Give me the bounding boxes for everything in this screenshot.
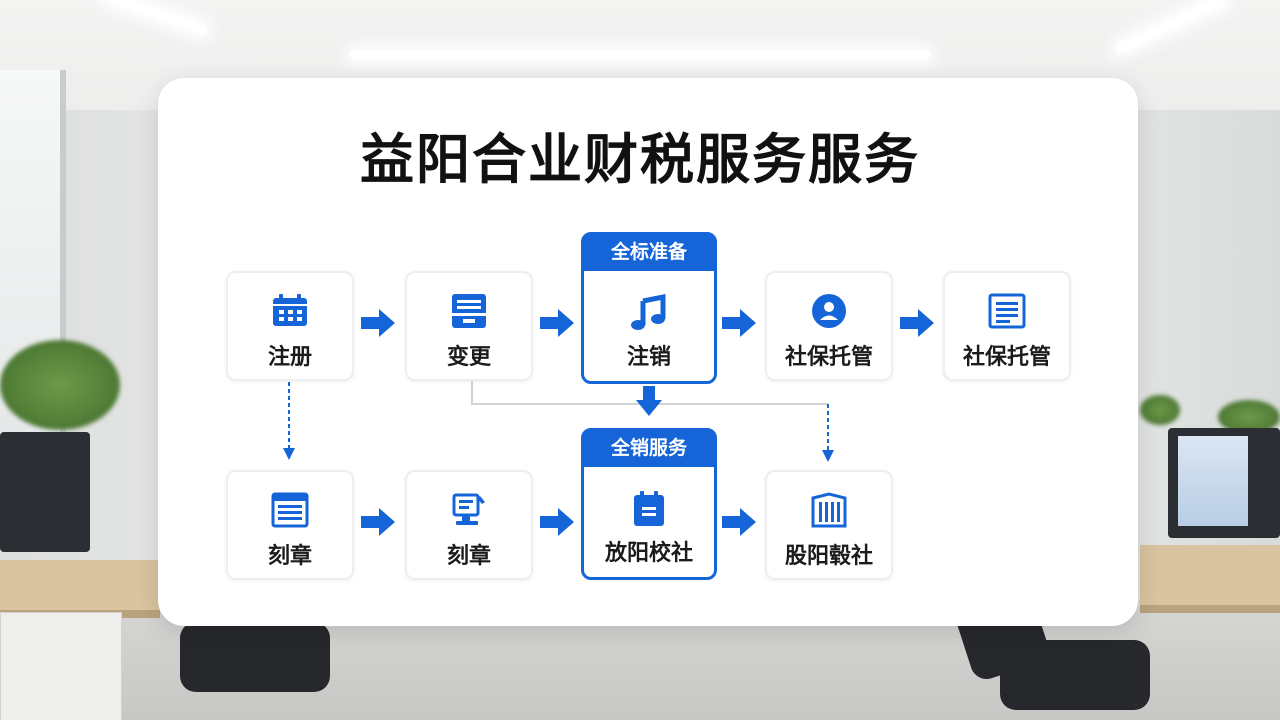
table-list-icon <box>271 492 309 528</box>
step-label: 刻章 <box>446 544 491 569</box>
stamp-printer-icon <box>452 493 485 525</box>
step-seal-2[interactable]: 刻章 <box>405 470 533 580</box>
desk <box>1140 545 1280 613</box>
file-drawer-icon <box>452 294 486 328</box>
step-label: 放阳校社 <box>604 541 693 566</box>
plant <box>1140 395 1180 425</box>
step-label: 注册 <box>267 345 312 370</box>
office-chair <box>1000 640 1150 710</box>
document-list-icon <box>988 293 1026 329</box>
step-change[interactable]: 变更 <box>405 271 533 381</box>
arrow-row2 <box>361 508 756 536</box>
step-register[interactable]: 注册 <box>226 271 354 381</box>
cabinet <box>0 612 122 720</box>
step-label: 变更 <box>446 345 491 370</box>
step-label: 股阳毂社 <box>784 544 873 569</box>
plant <box>0 340 120 430</box>
step-label: 社保托管 <box>962 345 1051 370</box>
music-note-icon <box>631 293 666 330</box>
step-branch-office[interactable]: 股阳毂社 <box>765 470 893 580</box>
bracket-line <box>471 380 828 405</box>
office-chair <box>180 622 330 692</box>
step-label: 刻章 <box>267 544 312 569</box>
step-social-security-2[interactable]: 社保托管 <box>943 271 1071 381</box>
arrow-row1 <box>361 309 934 337</box>
monitor-screen <box>1178 436 1248 526</box>
step-label: 注销 <box>626 345 671 370</box>
clipboard-icon <box>634 491 664 526</box>
step-seal-1[interactable]: 刻章 <box>226 470 354 580</box>
step-full-service-highlight[interactable]: 全销服务 放阳校社 <box>581 428 717 580</box>
monitor <box>0 432 90 552</box>
highlight-header: 全标准备 <box>584 235 714 271</box>
step-social-security-1[interactable]: 社保托管 <box>765 271 893 381</box>
page-title: 益阳合业财税服务服务 <box>360 128 920 191</box>
step-deregister-highlight[interactable]: 全标准备 注销 <box>581 232 717 384</box>
step-label: 社保托管 <box>784 345 873 370</box>
down-arrow <box>636 386 662 416</box>
user-circle-icon <box>812 294 846 328</box>
highlight-header: 全销服务 <box>584 431 714 467</box>
ceiling-light <box>350 50 930 60</box>
calendar-icon <box>273 294 307 326</box>
building-book-icon <box>811 492 847 528</box>
